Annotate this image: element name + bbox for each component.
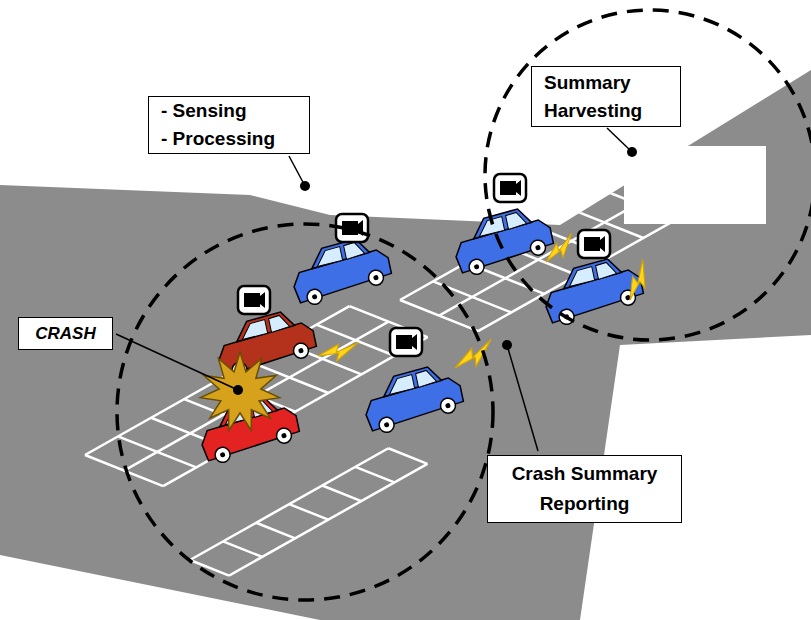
camera-lens (600, 236, 605, 252)
car-hub (474, 264, 480, 270)
camera-icon (578, 230, 610, 258)
relay-car (359, 361, 466, 436)
camera-lens (412, 334, 417, 350)
camera-frame (390, 328, 422, 356)
callout-text: CRASH (25, 318, 106, 349)
car-cabin (560, 257, 623, 289)
car-wheel (214, 446, 232, 464)
stall-line (388, 448, 427, 464)
car-hub (312, 294, 318, 300)
scene-symbols (116, 10, 811, 600)
car-hub (298, 348, 304, 354)
car-wheel (275, 427, 293, 445)
car-hub (445, 403, 451, 409)
stall-line (229, 464, 427, 576)
leader-line (607, 128, 632, 152)
car-window (314, 247, 343, 267)
stall-line (118, 436, 196, 467)
road-area (0, 70, 811, 620)
range-circle (117, 224, 493, 600)
leader-line (507, 345, 538, 451)
car-hub (535, 245, 541, 251)
wireless-bolt (541, 232, 580, 267)
car-wheel (367, 269, 385, 287)
stall-line (289, 504, 328, 520)
stall-line (124, 322, 388, 471)
camera-body (500, 181, 516, 195)
camera-frame (578, 230, 610, 258)
callout-text: Crash Summary Reporting (498, 459, 671, 519)
wireless-bolt (622, 259, 656, 304)
car-wheel (439, 397, 457, 415)
leader-line (116, 334, 238, 390)
sensing-car (287, 233, 394, 308)
camera-frame (494, 174, 526, 202)
callout-box: Crash Summary Reporting (487, 455, 682, 523)
car-window (595, 261, 617, 280)
stall-line (190, 448, 388, 560)
stall-line (85, 455, 163, 486)
stall-line (355, 467, 394, 483)
car-window (415, 369, 437, 388)
stall-line (223, 541, 262, 557)
camera-lens (260, 292, 265, 308)
callout-box: - Sensing- Processing (148, 96, 310, 154)
car-hub (373, 275, 379, 281)
car-window (239, 320, 268, 340)
callout-box: Summary Harvesting (531, 66, 681, 127)
camera-body (396, 335, 412, 349)
camera-body (584, 237, 600, 251)
range-circle (485, 10, 811, 340)
leader-line (289, 156, 305, 186)
leader-dot (233, 385, 243, 395)
car-window (343, 241, 365, 260)
car-wheel (292, 342, 310, 360)
car-wheel (529, 239, 547, 257)
wireless-bolt (450, 338, 499, 375)
crash-burst (200, 352, 279, 430)
stall-line (322, 486, 361, 502)
leader-dot (502, 340, 512, 350)
stall-line (256, 523, 295, 539)
car-wheel (306, 288, 324, 306)
callout-box: CRASH (18, 317, 113, 350)
camera-frame (238, 286, 270, 314)
wireless-bolt (317, 341, 361, 363)
car-hub (281, 433, 287, 439)
car-wheel (378, 416, 396, 434)
camera-icon (494, 174, 526, 202)
car-window (566, 267, 595, 287)
car-window (386, 375, 415, 395)
camera-lens (516, 180, 521, 196)
callout-text: - Processing (161, 125, 297, 153)
relay-car (539, 253, 646, 328)
car-cabin (470, 207, 533, 239)
callout-text: - Sensing (161, 97, 297, 125)
relay-car (449, 203, 556, 278)
camera-icon (390, 328, 422, 356)
callout-text: Summary Harvesting (544, 69, 668, 125)
car-window (268, 314, 290, 333)
car-window (505, 211, 527, 230)
car-hub (220, 452, 226, 458)
leader-dot (627, 147, 637, 157)
police-picture (624, 146, 766, 224)
car-hub (384, 422, 390, 428)
leader-dot (300, 181, 310, 191)
car-cabin (380, 365, 443, 397)
car-wheel (468, 258, 486, 276)
camera-icon (238, 286, 270, 314)
camera-body (244, 293, 260, 307)
